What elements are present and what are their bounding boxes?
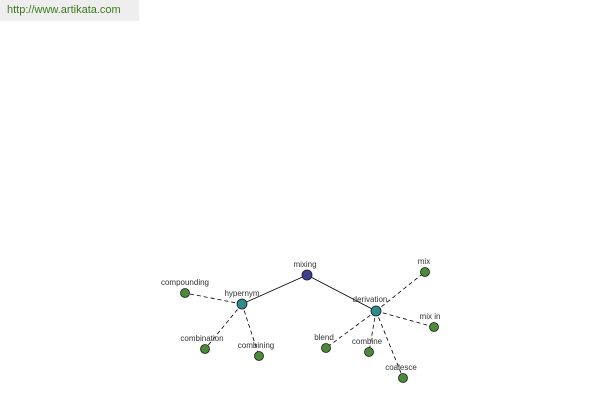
node-combine[interactable]	[364, 347, 374, 357]
node-label-combination: combination	[180, 334, 223, 343]
edge-mixing-derivation	[306, 274, 377, 312]
node-label-mix-in: mix in	[420, 312, 441, 321]
node-mix[interactable]	[420, 267, 430, 277]
edge-hypernym-combining	[241, 303, 260, 357]
node-combination[interactable]	[200, 344, 210, 354]
node-label-mixing: mixing	[293, 260, 316, 269]
node-coalesce[interactable]	[398, 373, 408, 383]
labels-layer: mixing hypernym derivation compounding combi…	[161, 257, 440, 372]
node-label-combining: combining	[238, 341, 274, 350]
source-link[interactable]: http://www.artikata.com	[7, 4, 121, 16]
nodes-layer	[180, 267, 439, 383]
node-label-mix: mix	[418, 257, 430, 266]
edge-mixing-hypernym	[241, 274, 308, 305]
node-compounding[interactable]	[180, 288, 190, 298]
source-bar: http://www.artikata.com	[0, 0, 139, 21]
node-mixing[interactable]	[301, 269, 313, 281]
node-derivation[interactable]	[370, 305, 382, 317]
node-blend[interactable]	[321, 343, 331, 353]
node-label-blend: blend	[314, 333, 334, 342]
edge-derivation-blend	[325, 310, 377, 349]
node-label-coalesce: coalesce	[385, 363, 417, 372]
edge-hypernym-compounding	[184, 292, 243, 305]
node-label-compounding: compounding	[161, 278, 209, 287]
node-mix-in[interactable]	[429, 322, 439, 332]
node-combining[interactable]	[254, 351, 264, 361]
edge-derivation-mix	[375, 271, 426, 312]
edge-hypernym-combination	[204, 303, 243, 350]
edge-derivation-coalesce	[375, 310, 404, 379]
edges-layer	[184, 271, 435, 379]
edge-derivation-mix-in	[375, 310, 435, 328]
node-label-combine: combine	[352, 337, 383, 346]
node-label-hypernym: hypernym	[224, 289, 259, 298]
node-hypernym[interactable]	[236, 298, 248, 310]
node-label-derivation: derivation	[353, 295, 388, 304]
